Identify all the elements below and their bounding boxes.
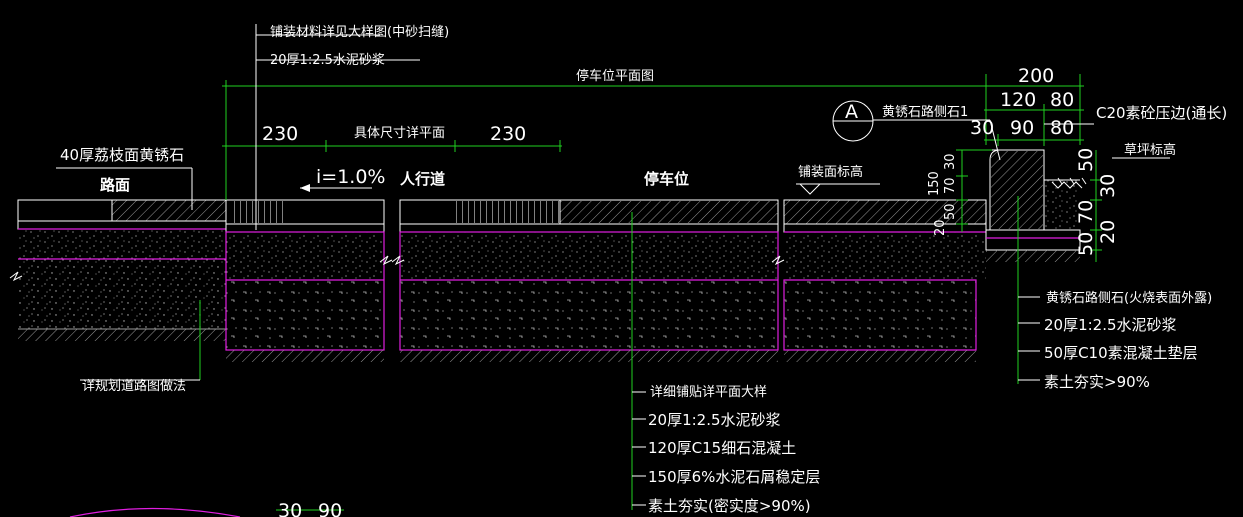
dim-230-left: 230: [262, 123, 298, 145]
dim-overall-label: 停车位平面图: [576, 68, 654, 84]
sidewalk-block-1: [225, 199, 393, 362]
right-layer-3: 50厚C10素混凝土垫层: [1044, 344, 1198, 362]
annotations: 铺装材料详见大样图(中砂扫缝) 20厚1:2.5水泥砂浆 停车位平面图 230 …: [60, 25, 1227, 517]
dim-bottom-30: 30: [278, 500, 302, 517]
label-curb-stone1: 黄锈石路侧石1: [882, 104, 968, 120]
dim-r70: 70: [1075, 200, 1097, 224]
label-sidewalk: 人行道: [400, 170, 445, 188]
center-layer-5: 素土夯实(密实度>90%): [648, 497, 811, 515]
center-layer-1: 详细铺贴详平面大样: [650, 385, 767, 400]
dim-v50: 50: [943, 203, 958, 220]
center-layer-3: 120厚C15细石混凝土: [648, 439, 796, 457]
label-c20-edge: C20素砼压边(通长): [1096, 104, 1227, 122]
dim-30: 30: [970, 117, 994, 139]
label-slope: i=1.0%: [316, 166, 385, 188]
dim-230-right: 230: [490, 123, 526, 145]
parking-block: [391, 199, 785, 362]
dim-r20: 20: [1097, 220, 1119, 244]
label-paving-elev: 铺装面标高: [798, 164, 863, 180]
dim-r50: 50: [1075, 148, 1097, 172]
dim-r30: 30: [1097, 174, 1119, 198]
note-paving-material: 铺装材料详见大样图(中砂扫缝): [270, 25, 449, 40]
label-parking: 停车位: [644, 170, 689, 188]
dim-200: 200: [1018, 65, 1054, 87]
label-stone-40: 40厚荔枝面黄锈石: [60, 146, 184, 164]
dim-80-bottom: 80: [1050, 117, 1074, 139]
dim-v70: 70: [943, 177, 958, 194]
curb-detail: [985, 149, 1087, 262]
note-mortar: 20厚1:2.5水泥砂浆: [270, 53, 385, 68]
right-layer-4: 素土夯实>90%: [1044, 373, 1150, 391]
label-lawn-elev: 草坪标高: [1124, 142, 1176, 158]
label-road: 路面: [100, 176, 130, 194]
dim-v150: 150: [927, 171, 942, 196]
dimension-lines: [56, 24, 1170, 517]
dim-120: 120: [1000, 89, 1036, 111]
dim-bottom-90: 90: [318, 500, 342, 517]
dim-90: 90: [1010, 117, 1034, 139]
center-layer-2: 20厚1:2.5水泥砂浆: [648, 411, 781, 429]
dim-v30: 30: [943, 153, 958, 170]
dim-80-top: 80: [1050, 89, 1074, 111]
label-road-ref: 详规划道路图做法: [82, 378, 186, 394]
right-layer-1: 黄锈石路侧石(火烧表面外露): [1046, 290, 1212, 306]
dim-r50b: 50: [1075, 232, 1097, 256]
paving-block-3: [783, 199, 987, 362]
right-layer-2: 20厚1:2.5水泥砂浆: [1044, 316, 1177, 334]
road-section: [9, 199, 227, 341]
section-tag: A: [845, 101, 858, 123]
dim-v20: 20: [933, 219, 948, 236]
center-layer-4: 150厚6%水泥石屑稳定层: [648, 468, 820, 486]
dim-mid-label: 具体尺寸详平面: [354, 126, 445, 141]
